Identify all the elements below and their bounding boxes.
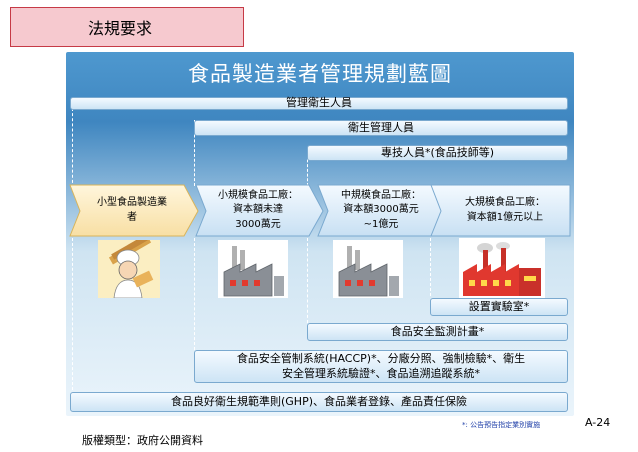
section-tag: 法規要求 [10, 7, 244, 47]
tier-large-factory: 大規模食品工廠： 資本額1億元以上 [441, 185, 569, 236]
tier-small-operator: 小型食品製造業 者 [80, 185, 184, 236]
hygiene-personnel-label: 衛生管理人員 [348, 120, 414, 134]
section-tag-label: 法規要求 [88, 19, 153, 38]
tier-line: 中規模食品工廠： [341, 189, 421, 201]
specialist-personnel-label: 專技人員*(食品技師等) [380, 145, 495, 159]
page-number: A-24 [585, 416, 611, 429]
chevron-small-factory [195, 184, 324, 237]
haccp-requirement-line: 安全管理系統驗證*、食品追溯追蹤系統* [282, 366, 480, 380]
ghp-requirement-bar: 食品良好衛生規範準則(GHP)、食品業者登錄、產品責任保險 [70, 392, 568, 412]
tier-line: 小型食品製造業 [97, 197, 167, 208]
management-personnel-label: 管理衛生人員 [286, 96, 352, 110]
footnote: *: 公告預告指定業別實施 [462, 421, 541, 429]
tier-medium-factory: 中規模食品工廠： 資本額3000萬元 ~1億元 [328, 185, 434, 236]
tier-line: ~1億元 [363, 218, 399, 230]
tier-line: 資本額未達 [233, 204, 283, 216]
factory-icon [333, 240, 403, 298]
tier-line: 資本額3000萬元 [343, 204, 419, 216]
license-text: 版權類型：政府公開資料 [82, 434, 203, 447]
dashed-guide [430, 238, 431, 296]
laboratory-requirement-bar: 設置實驗室* [430, 298, 568, 316]
dashed-guide [194, 238, 195, 350]
monitoring-plan-bar: 食品安全監測計畫* [307, 323, 568, 341]
factory-icon [218, 240, 288, 298]
hygiene-personnel-bar: 衛生管理人員 [194, 120, 568, 136]
haccp-requirement-bar: 食品安全管制系統(HACCP)*、分廠分照、強制檢驗*、衛生 安全管理系統驗證*… [194, 350, 568, 383]
tier-line: 者 [127, 211, 137, 223]
tier-line: 小規模食品工廠： [218, 189, 298, 201]
specialist-personnel-bar: 專技人員*(食品技師等) [307, 145, 568, 161]
dashed-guide [307, 238, 308, 323]
dashed-guide [307, 150, 308, 186]
ghp-requirement-label: 食品良好衛生規範準則(GHP)、食品業者登錄、產品責任保險 [170, 394, 467, 408]
chef-illustration [98, 240, 160, 298]
dashed-guide [194, 120, 195, 186]
management-personnel-bar: 管理衛生人員 [70, 96, 568, 110]
chevron-small-operator [69, 184, 199, 237]
haccp-requirement-line: 食品安全管制系統(HACCP)*、分廠分照、強制檢驗*、衛生 [236, 351, 526, 365]
dashed-guide [72, 108, 73, 188]
laboratory-requirement-label: 設置實驗室* [468, 299, 530, 313]
tier-small-factory: 小規模食品工廠： 資本額未達 3000萬元 [206, 185, 310, 236]
tier-line: 3000萬元 [235, 218, 281, 230]
monitoring-plan-label: 食品安全監測計畫* [390, 324, 485, 338]
chevron-large-factory [430, 184, 571, 237]
dashed-guide [72, 238, 73, 390]
red-factory-icon [459, 238, 545, 298]
diagram-title: 食品製造業者管理規劃藍圖 [188, 62, 452, 86]
tier-line: 資本額1億元以上 [466, 211, 544, 223]
tier-line: 大規模食品工廠： [465, 197, 545, 208]
